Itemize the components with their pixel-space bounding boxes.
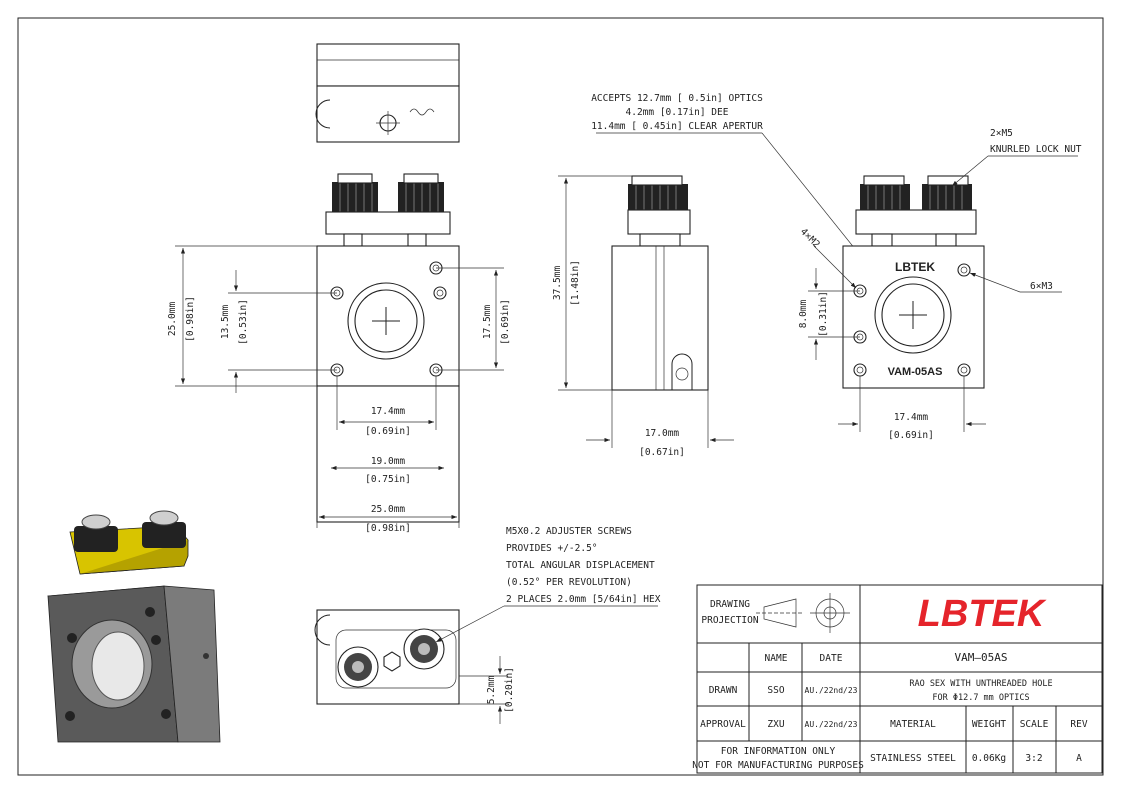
label-2xm5: 2×M5 [990,128,1013,139]
dim-front-w1: 17.4mm [371,406,406,417]
svg-text:NOT FOR MANUFACTURING PURPOSES: NOT FOR MANUFACTURING PURPOSES [692,760,864,771]
svg-text:APPROVAL: APPROVAL [700,719,746,730]
svg-text:SCALE: SCALE [1020,719,1049,730]
front-view: 25.0mm [0.98in] 13.5mm [0.53in] 17.5mm [… [167,173,511,534]
dim-front-w2-in: [0.75in] [365,474,411,485]
svg-text:RAO SEX WITH UNTHREADED HOLE: RAO SEX WITH UNTHREADED HOLE [909,679,1052,689]
dim-side-width-in: [0.67in] [639,447,685,458]
knurled-nut-right [398,182,444,212]
adjuster-note: M5X0.2 ADJUSTER SCREWS PROVIDES +/-2.5° … [435,526,661,643]
svg-text:11.4mm [ 0.45in] CLEAR APERTUR: 11.4mm [ 0.45in] CLEAR APERTUR [591,121,763,132]
dim-front-w3: 25.0mm [371,504,406,515]
svg-text:(0.52° PER REVOLUTION): (0.52° PER REVOLUTION) [506,577,632,588]
dim-back-width-in: [0.69in] [888,430,934,441]
svg-text:STAINLESS STEEL: STAINLESS STEEL [870,753,956,764]
top-view [315,43,460,143]
svg-text:SSO: SSO [767,685,784,696]
dim-front-right: 17.5mm [482,305,493,340]
svg-text:AU./22nd/23: AU./22nd/23 [805,720,858,729]
svg-text:ZXU: ZXU [767,719,784,730]
dim-back-width: 17.4mm [894,412,929,423]
back-model-text: VAM-05AS [888,366,943,378]
dim-bottom: 5.2mm [486,675,497,704]
side-view: 37.5mm [1.48in] 17.0mm [0.67in] [552,175,734,458]
back-brand-text: LBTEK [895,260,935,274]
svg-text:TOTAL ANGULAR DISPLACEMENT: TOTAL ANGULAR DISPLACEMENT [506,560,655,571]
svg-text:MATERIAL: MATERIAL [890,719,936,730]
svg-text:PROJECTION: PROJECTION [701,615,758,626]
label-knurled-lock-nut: KNURLED LOCK NUT [990,144,1082,155]
back-view: LBTEK VAM-05AS 4×M2 6×M3 2×M5 KNURLED LO… [798,128,1082,441]
svg-text:REV: REV [1070,719,1087,730]
svg-text:2 PLACES 2.0mm [5/64in] HEX: 2 PLACES 2.0mm [5/64in] HEX [506,594,661,605]
isometric-view [47,510,221,743]
svg-text:ACCEPTS 12.7mm [ 0.5in] OPTICS: ACCEPTS 12.7mm [ 0.5in] OPTICS [591,93,763,104]
projection-cone-icon [763,598,797,628]
dim-front-height: 25.0mm [167,302,178,337]
bottom-view: 5.2mm [0.20in] [314,609,515,724]
part-number: VAM—05AS [955,651,1008,664]
svg-text:FOR Φ12.7 mm OPTICS: FOR Φ12.7 mm OPTICS [932,693,1029,703]
dim-back-holes: 8.0mm [798,299,809,328]
dim-front-w1-in: [0.69in] [365,426,411,437]
knurled-nut-left [332,182,378,212]
dim-front-holes-in: [0.53in] [238,299,249,345]
svg-text:DRAWN: DRAWN [709,685,738,696]
svg-text:PROVIDES +/-2.5°: PROVIDES +/-2.5° [506,543,598,554]
sheet-border [17,17,1104,776]
title-block: DRAWING PROJECTION LBTEK NAME DATE VAM—0… [692,584,1103,774]
dim-back-holes-in: [0.31in] [818,291,829,337]
svg-text:DATE: DATE [820,653,843,664]
svg-text:WEIGHT: WEIGHT [972,719,1007,730]
svg-text:0.06Kg: 0.06Kg [972,753,1006,764]
dim-side-height-in: [1.48in] [570,260,581,306]
svg-text:4.2mm [0.17in] DEE: 4.2mm [0.17in] DEE [626,107,729,118]
dim-side-height: 37.5mm [552,266,563,301]
svg-text:A: A [1076,753,1082,764]
label-6xm3: 6×M3 [1030,281,1053,292]
dim-front-right-in: [0.69in] [500,299,511,345]
svg-text:NAME: NAME [765,653,788,664]
dim-front-w2: 19.0mm [371,456,406,467]
dim-front-holes: 13.5mm [220,305,231,340]
label-4xm2: 4×M2 [798,226,822,250]
svg-text:M5X0.2 ADJUSTER SCREWS: M5X0.2 ADJUSTER SCREWS [506,526,632,537]
dim-side-width: 17.0mm [645,428,680,439]
title-logo: LBTEK [918,593,1047,635]
dim-front-w3-in: [0.98in] [365,523,411,534]
svg-text:DRAWING: DRAWING [710,599,750,610]
svg-text:3:2: 3:2 [1025,753,1042,764]
dim-front-height-in: [0.98in] [185,296,196,342]
dim-bottom-in: [0.20in] [504,667,515,713]
svg-text:FOR INFORMATION ONLY: FOR INFORMATION ONLY [721,746,836,757]
svg-text:AU./22nd/23: AU./22nd/23 [805,686,858,695]
